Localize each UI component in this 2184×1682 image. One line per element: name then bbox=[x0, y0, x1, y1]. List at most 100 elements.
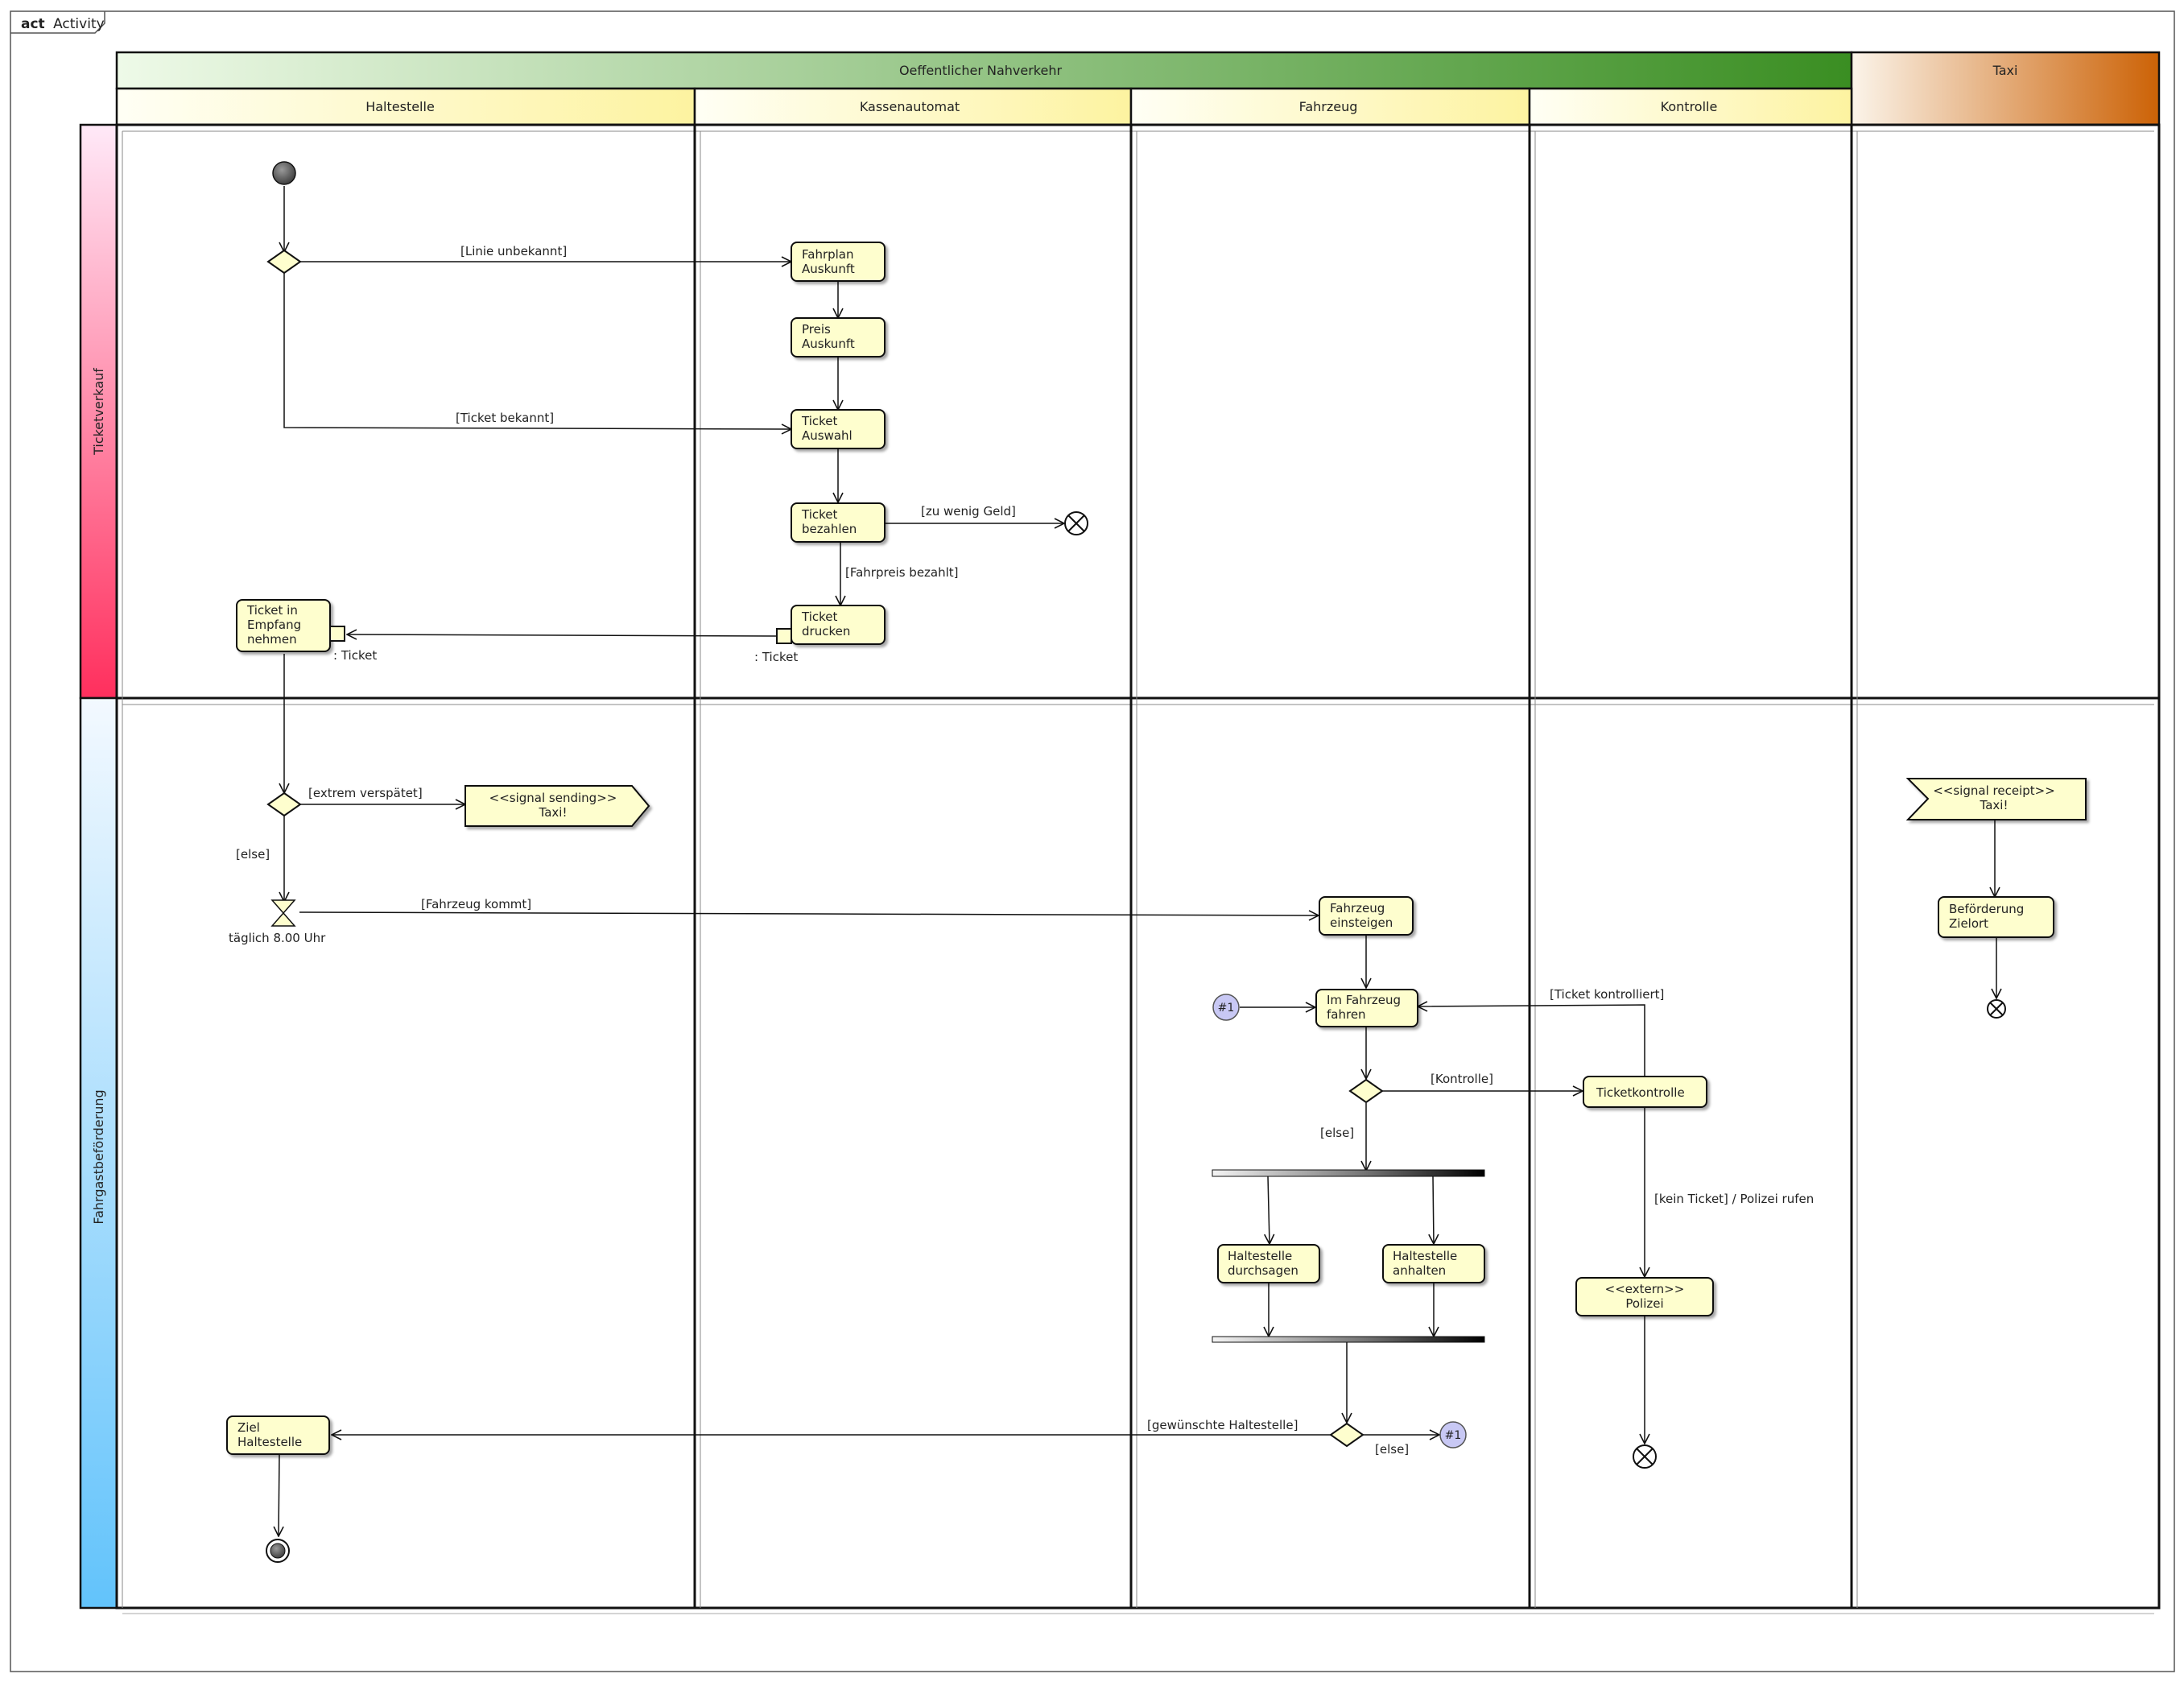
column-label-haltestelle: Haltestelle bbox=[365, 99, 435, 114]
row-header-ticketverkauf: Ticketverkauf bbox=[79, 123, 118, 700]
guard-else-2: [else] bbox=[1320, 1126, 1354, 1140]
action-empfang-line-2: Empfang bbox=[247, 618, 301, 632]
partition-group-oeffentlicher-nahverkehr: Oeffentlicher Nahverkehr bbox=[115, 51, 1853, 90]
time-event-label: täglich 8.00 Uhr bbox=[229, 931, 326, 945]
signal-receipt-line-2: Taxi! bbox=[1980, 798, 2009, 812]
action-preis-line-1: Preis bbox=[802, 322, 831, 337]
action-polizei-line-2: Polizei bbox=[1625, 1296, 1663, 1311]
column-label-kontrolle: Kontrolle bbox=[1661, 99, 1718, 114]
signal-sending-taxi: <<signal sending>>Taxi! bbox=[464, 785, 650, 827]
frame-keyword: act bbox=[21, 16, 45, 32]
flow-final-taxi bbox=[1987, 999, 2006, 1019]
flow-fork-to-anhalten bbox=[1433, 1176, 1434, 1244]
flow-final-polizei bbox=[1633, 1444, 1657, 1469]
diagram-frame: act Activity bbox=[10, 10, 2175, 1672]
row-label-ticketverkauf: Ticketverkauf bbox=[91, 368, 106, 456]
action-zielort-line-2: Zielort bbox=[1949, 916, 1988, 931]
column-header-haltestelle: Haltestelle bbox=[115, 87, 696, 126]
action-polizei-line-1: <<extern>> bbox=[1605, 1282, 1685, 1296]
action-ziel-line-2: Haltestelle bbox=[237, 1435, 302, 1449]
action-auswahl-line-1: Ticket bbox=[801, 414, 837, 428]
column-header-kassenautomat: Kassenautomat bbox=[693, 87, 1133, 126]
decision-verspaetet bbox=[266, 791, 302, 817]
action-bezahlen-line-1: Ticket bbox=[801, 507, 837, 522]
decision-linie bbox=[266, 249, 302, 275]
action-anhalten-line-1: Haltestelle bbox=[1393, 1249, 1457, 1263]
connector-out-label: #1 bbox=[1445, 1429, 1462, 1442]
guard-gewuenschte-haltestelle: [gewünschte Haltestelle] bbox=[1147, 1418, 1298, 1432]
guard-ticket-bekannt: [Ticket bekannt] bbox=[456, 411, 554, 425]
action-empfang-line-3: nehmen bbox=[247, 632, 297, 647]
decision-nodes bbox=[266, 249, 1384, 1448]
action-preis-line-2: Auskunft bbox=[802, 337, 855, 351]
flow-ticket-kontrolliert bbox=[1418, 1005, 1645, 1081]
guard-ticket-kontrolliert: [Ticket kontrolliert] bbox=[1550, 987, 1664, 1002]
input-pin-label: : Ticket bbox=[333, 648, 377, 663]
action-drucken-line-2: drucken bbox=[802, 624, 850, 638]
action-ticketkontrolle: Ticketkontrolle bbox=[1583, 1076, 1707, 1108]
flow-final-nodes bbox=[1064, 511, 2006, 1469]
action-extern-polizei: <<extern>>Polizei bbox=[1575, 1277, 1714, 1316]
guard-else-1: [else] bbox=[236, 847, 270, 862]
row-label-fahrgastbefoerderung: Fahrgastbeförderung bbox=[91, 1089, 106, 1224]
action-einsteigen-line-1: Fahrzeug bbox=[1330, 901, 1385, 915]
action-fahren-line-1: Im Fahrzeug bbox=[1327, 993, 1401, 1007]
flow-final-zu-wenig-geld bbox=[1064, 511, 1088, 535]
flow-ticket-object bbox=[347, 634, 778, 636]
guard-linie-unbekannt: [Linie unbekannt] bbox=[460, 244, 567, 258]
guard-kein-ticket: [kein Ticket] / Polizei rufen bbox=[1654, 1192, 1814, 1206]
action-einsteigen-line-2: einsteigen bbox=[1330, 915, 1393, 930]
guard-labels: [Linie unbekannt] [Ticket bekannt] [zu w… bbox=[236, 244, 1814, 1457]
output-pin-label: : Ticket bbox=[754, 650, 798, 664]
flow-ticket-bekannt bbox=[283, 273, 791, 429]
input-pin bbox=[329, 626, 345, 642]
action-kontrolle-line-1: Ticketkontrolle bbox=[1596, 1085, 1685, 1100]
action-fahrplan-line-2: Auskunft bbox=[802, 262, 855, 276]
fork-bar bbox=[1212, 1169, 1485, 1177]
group-label-nahverkehr: Oeffentlicher Nahverkehr bbox=[899, 63, 1063, 78]
activity-final-node bbox=[266, 1539, 290, 1563]
guard-zu-wenig-geld: [zu wenig Geld] bbox=[921, 504, 1016, 519]
guard-extrem-verspaetet: [extrem verspätet] bbox=[308, 786, 423, 800]
signal-receipt-line-1: <<signal receipt>> bbox=[1933, 783, 2055, 798]
action-durchsagen-line-2: durchsagen bbox=[1228, 1263, 1298, 1278]
column-label-fahrzeug: Fahrzeug bbox=[1299, 99, 1358, 114]
svg-text:act Activity: act Activity bbox=[21, 16, 105, 32]
guard-else-3: [else] bbox=[1375, 1442, 1409, 1457]
signal-send-line-1: <<signal sending>> bbox=[489, 791, 617, 805]
guard-kontrolle: [Kontrolle] bbox=[1431, 1072, 1493, 1086]
output-pin bbox=[776, 628, 792, 644]
signal-receipt-taxi: <<signal receipt>>Taxi! bbox=[1905, 778, 2087, 820]
flow-fork-to-durchsagen bbox=[1268, 1176, 1270, 1244]
action-empfang-line-1: Ticket in bbox=[246, 603, 298, 618]
decision-haltestelle bbox=[1329, 1422, 1364, 1448]
join-bar bbox=[1212, 1336, 1485, 1343]
guard-fahrzeug-kommt: [Fahrzeug kommt] bbox=[421, 897, 531, 911]
svg-text:<<signal sending>>Taxi!: <<signal sending>>Taxi! bbox=[489, 791, 617, 820]
swimlane-grid bbox=[115, 123, 2161, 1614]
partition-group-taxi: Taxi bbox=[1850, 51, 2161, 126]
